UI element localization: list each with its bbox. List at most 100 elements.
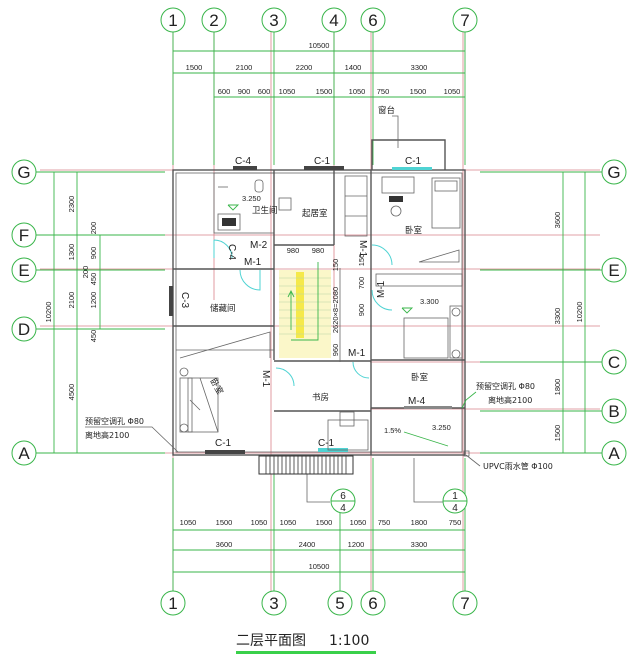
room-bedroom-e: 卧室 xyxy=(411,372,429,383)
svg-text:3300: 3300 xyxy=(553,308,562,325)
svg-text:C-1: C-1 xyxy=(314,156,331,167)
svg-text:M-1: M-1 xyxy=(260,370,271,388)
svg-text:600: 600 xyxy=(218,87,231,96)
svg-text:M-1: M-1 xyxy=(357,240,368,258)
detail-callout-1-4: 1 4 xyxy=(413,458,468,514)
svg-text:980: 980 xyxy=(287,246,300,255)
svg-text:1050: 1050 xyxy=(444,87,461,96)
svg-text:6: 6 xyxy=(368,594,377,613)
svg-text:预留空调孔 Φ80: 预留空调孔 Φ80 xyxy=(85,416,144,426)
svg-text:3600: 3600 xyxy=(553,212,562,229)
notes: 预留空调孔 Φ80 离地高2100 预留空调孔 Φ80 离地高2100 UPVC… xyxy=(85,381,553,471)
svg-text:1500: 1500 xyxy=(216,518,233,527)
svg-text:2300: 2300 xyxy=(67,196,76,213)
opening-codes: C-4 C-1 C-1 C-4 C-3 M-2 M-1 M-1 M-1 M-1 … xyxy=(179,156,426,449)
detail-callout-6-4: 6 4 xyxy=(306,470,356,514)
svg-text:2400: 2400 xyxy=(299,540,316,549)
svg-text:900: 900 xyxy=(89,247,98,260)
svg-text:10200: 10200 xyxy=(575,302,584,323)
svg-text:3: 3 xyxy=(269,11,278,30)
bottom-axis-bubbles: 1 3 5 6 7 xyxy=(160,590,478,616)
door-swings xyxy=(213,239,393,387)
svg-text:1800: 1800 xyxy=(411,518,428,527)
svg-text:980: 980 xyxy=(312,246,325,255)
axis-lines xyxy=(36,30,602,592)
room-study: 书房 xyxy=(312,392,329,403)
svg-text:1050: 1050 xyxy=(180,518,197,527)
svg-text:D: D xyxy=(18,320,30,339)
svg-text:M-1: M-1 xyxy=(244,257,262,268)
note-window-sill: 窗台 xyxy=(378,105,395,116)
svg-text:7: 7 xyxy=(460,11,469,30)
svg-text:7: 7 xyxy=(460,594,469,613)
svg-text:10500: 10500 xyxy=(309,562,330,571)
svg-text:1050: 1050 xyxy=(279,87,296,96)
svg-text:3300: 3300 xyxy=(411,63,428,72)
room-living: 起居室 xyxy=(302,208,328,219)
svg-text:1050: 1050 xyxy=(280,518,297,527)
svg-text:C-4: C-4 xyxy=(235,156,252,167)
svg-text:E: E xyxy=(18,261,29,280)
svg-text:离地高2100: 离地高2100 xyxy=(488,395,532,405)
svg-text:2100: 2100 xyxy=(236,63,253,72)
svg-text:C-1: C-1 xyxy=(405,156,422,167)
svg-text:1300: 1300 xyxy=(67,244,76,261)
svg-text:4: 4 xyxy=(452,503,458,514)
svg-text:960: 960 xyxy=(331,344,340,357)
svg-text:M-1: M-1 xyxy=(376,280,387,298)
svg-text:1050: 1050 xyxy=(350,518,367,527)
svg-text:150: 150 xyxy=(357,254,366,267)
room-storage: 储藏间 xyxy=(210,303,236,314)
svg-text:1: 1 xyxy=(452,491,458,502)
svg-text:1050: 1050 xyxy=(349,87,366,96)
svg-text:1.5%: 1.5% xyxy=(384,426,401,435)
svg-text:C: C xyxy=(608,353,620,372)
svg-text:C-4: C-4 xyxy=(226,244,237,261)
svg-text:150: 150 xyxy=(331,259,340,272)
svg-text:4500: 4500 xyxy=(67,384,76,401)
svg-text:A: A xyxy=(608,444,620,463)
svg-text:4: 4 xyxy=(340,503,346,514)
top-axis-bubbles: 1 2 3 4 6 7 xyxy=(160,7,478,33)
svg-text:B: B xyxy=(608,402,619,421)
svg-text:1500: 1500 xyxy=(553,425,562,442)
svg-text:3300: 3300 xyxy=(411,540,428,549)
svg-text:450: 450 xyxy=(89,330,98,343)
svg-text:预留空调孔 Φ80: 预留空调孔 Φ80 xyxy=(476,381,535,391)
svg-text:M-1: M-1 xyxy=(348,348,366,359)
svg-text:3.250: 3.250 xyxy=(242,194,261,203)
svg-text:1200: 1200 xyxy=(348,540,365,549)
svg-text:M-4: M-4 xyxy=(408,396,426,407)
svg-text:M-2: M-2 xyxy=(250,240,268,251)
right-axis-bubbles: G E C B A xyxy=(601,159,627,466)
bottom-dimensions: 1050 1500 1050 1050 1500 1050 750 1800 7… xyxy=(180,518,462,571)
svg-text:C-1: C-1 xyxy=(215,438,232,449)
title-text: 二层平面图 xyxy=(236,633,306,649)
svg-text:600: 600 xyxy=(258,87,271,96)
svg-text:5: 5 xyxy=(335,594,344,613)
svg-text:C-1: C-1 xyxy=(318,438,335,449)
svg-text:离地高2100: 离地高2100 xyxy=(85,430,129,440)
svg-text:200: 200 xyxy=(89,222,98,235)
svg-text:3600: 3600 xyxy=(216,540,233,549)
svg-text:3.300: 3.300 xyxy=(420,297,439,306)
svg-text:C-3: C-3 xyxy=(179,292,190,309)
room-bedroom-w: 卧室 xyxy=(207,377,225,398)
left-dimensions: 10200 2300 1300 2100 4500 200 900 200 45… xyxy=(44,196,98,401)
svg-text:1050: 1050 xyxy=(251,518,268,527)
svg-text:E: E xyxy=(608,261,619,280)
svg-text:1500: 1500 xyxy=(410,87,427,96)
svg-text:2620×8=2080: 2620×8=2080 xyxy=(331,287,340,333)
svg-text:1: 1 xyxy=(168,11,177,30)
svg-text:900: 900 xyxy=(357,304,366,317)
svg-text:1500: 1500 xyxy=(316,518,333,527)
svg-text:750: 750 xyxy=(449,518,462,527)
left-axis-bubbles: G F E D A xyxy=(11,159,37,466)
svg-text:1400: 1400 xyxy=(345,63,362,72)
levels: 3.250 3.300 3.250 1.5% xyxy=(227,194,451,447)
svg-text:G: G xyxy=(17,163,30,182)
svg-text:450: 450 xyxy=(89,273,98,286)
svg-text:1200: 1200 xyxy=(89,292,98,309)
svg-text:1800: 1800 xyxy=(553,379,562,396)
